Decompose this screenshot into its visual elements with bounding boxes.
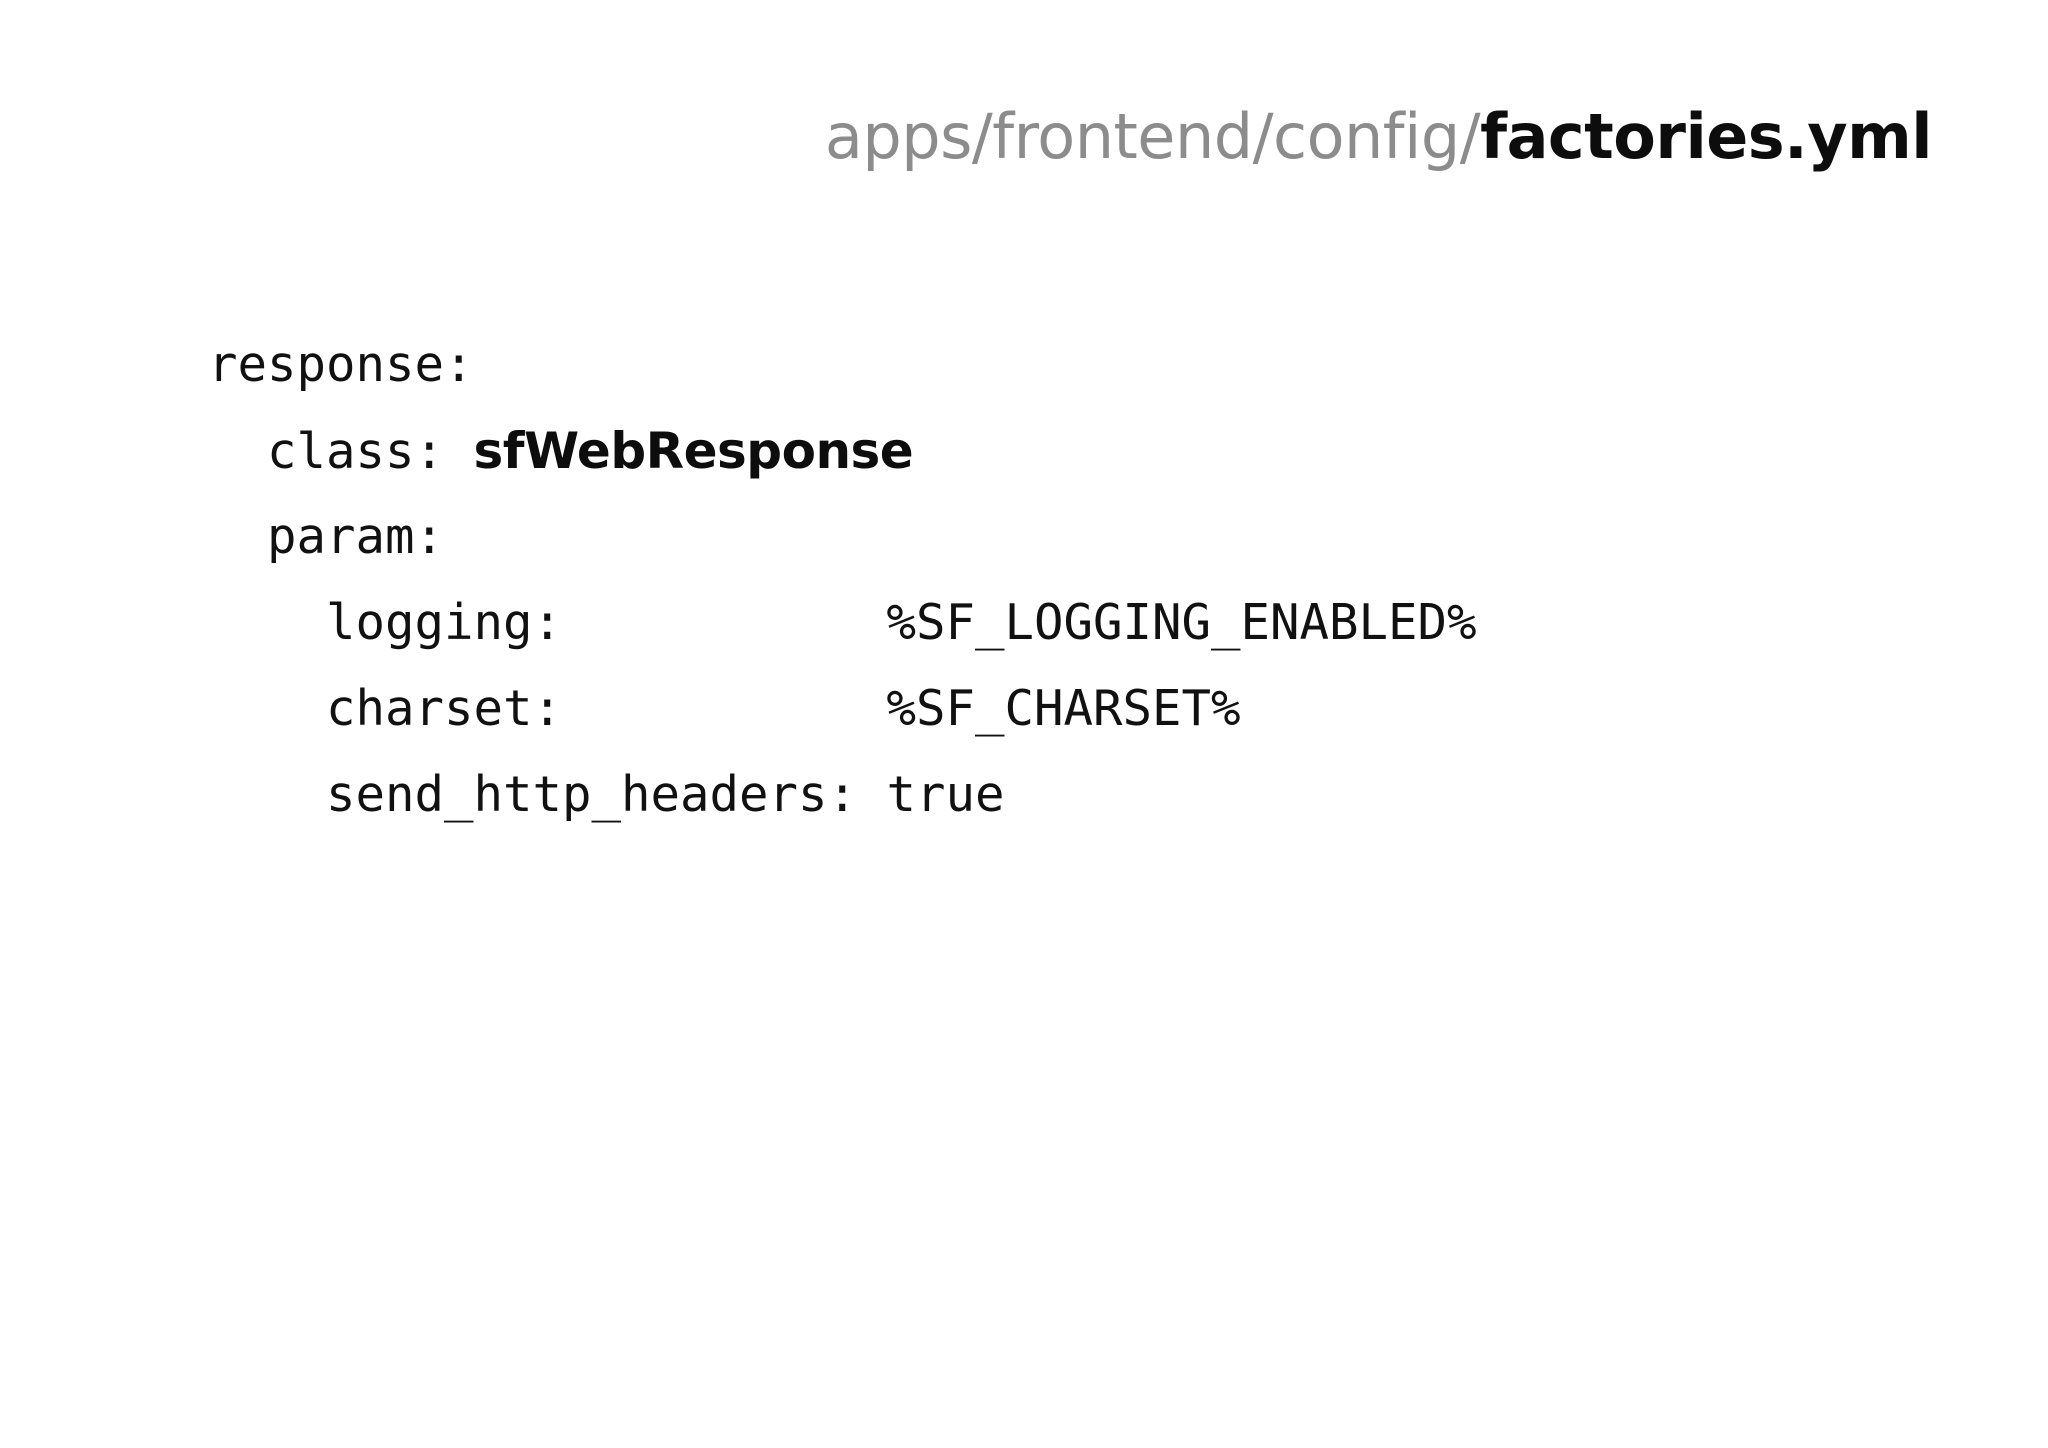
file-path-heading: apps/frontend/config/factories.yml (0, 104, 1933, 169)
code-key: response: (208, 336, 474, 393)
code-line: param: (208, 494, 1477, 580)
code-key: logging: (326, 594, 563, 651)
code-indent (208, 508, 267, 565)
code-gap (562, 594, 887, 651)
yaml-code-block: response: class: sfWebResponse param: lo… (208, 322, 1477, 838)
code-gap (444, 423, 474, 480)
code-value: %SF_LOGGING_ENABLED% (886, 594, 1477, 651)
code-line: response: (208, 322, 1477, 408)
code-key: send_http_headers: (326, 766, 858, 823)
code-gap (857, 766, 887, 823)
code-indent (208, 594, 326, 651)
code-key: class: (267, 423, 445, 480)
file-path-directory: apps/frontend/config/ (824, 100, 1481, 173)
code-key: param: (267, 508, 445, 565)
code-gap (562, 680, 887, 737)
code-indent (208, 423, 267, 480)
code-line: logging: %SF_LOGGING_ENABLED% (208, 580, 1477, 666)
code-value: %SF_CHARSET% (886, 680, 1241, 737)
code-line: send_http_headers: true (208, 752, 1477, 838)
code-key: charset: (326, 680, 563, 737)
code-indent (208, 766, 326, 823)
code-value-emphasized: sfWebResponse (473, 422, 914, 480)
code-line: charset: %SF_CHARSET% (208, 666, 1477, 752)
code-line: class: sfWebResponse (208, 408, 1477, 494)
code-value: true (886, 766, 1005, 823)
code-indent (208, 680, 326, 737)
file-path-filename: factories.yml (1480, 100, 1932, 173)
